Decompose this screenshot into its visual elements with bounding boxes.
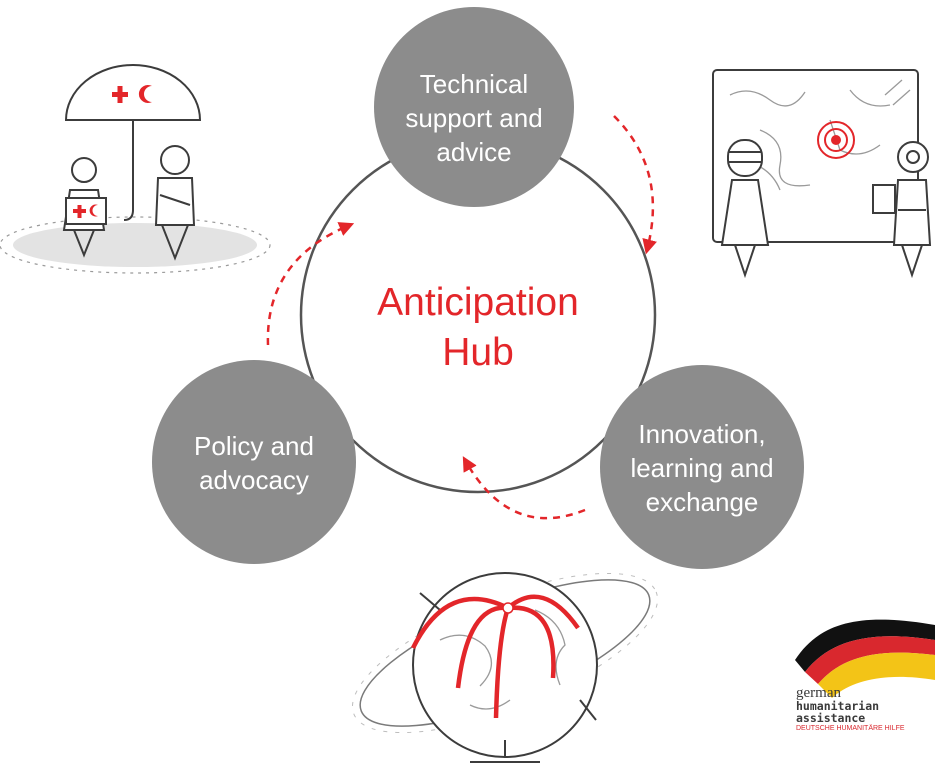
node-policy-line-2: advocacy [199, 464, 309, 495]
logo-line-4: DEUTSCHE HUMANITÄRE HILFE [796, 725, 905, 732]
node-policy-label: Policy and advocacy [154, 430, 354, 498]
arrow-innovation-to-policy [462, 456, 586, 520]
node-technical-label: Technical support and advice [374, 68, 574, 169]
hub-title: Anticipation Hub [348, 278, 608, 378]
arrow-technical-to-innovation [613, 115, 657, 255]
node-technical-circle [374, 7, 574, 207]
hub-title-line-1: Anticipation [377, 281, 579, 324]
arrow-policy-to-technical [266, 222, 355, 346]
node-technical-line-2: support and [405, 102, 543, 133]
node-innovation-line-1: Innovation, [638, 419, 766, 449]
node-innovation-label: Innovation, learning and exchange [602, 418, 802, 519]
logo-line-2: humanitarian [796, 699, 880, 713]
node-policy-circle [152, 360, 356, 564]
hub-title-line-2: Hub [442, 330, 514, 374]
node-technical-line-3: advice [436, 136, 512, 167]
german-flag-wave-icon [795, 619, 935, 698]
node-innovation-line-3: exchange [645, 486, 759, 517]
logo-line-3: assistance [796, 711, 866, 725]
node-innovation-line-2: learning and [630, 452, 774, 483]
globe-network-icon [351, 572, 659, 763]
crisis-map-icon [712, 69, 932, 279]
node-technical-line-1: Technical [419, 69, 529, 99]
node-innovation-circle [600, 365, 804, 569]
node-policy-line-1: Policy and [194, 431, 314, 461]
red-cross-crescent-umbrella-icon [0, 64, 271, 274]
logo-line-1: german [796, 685, 841, 701]
